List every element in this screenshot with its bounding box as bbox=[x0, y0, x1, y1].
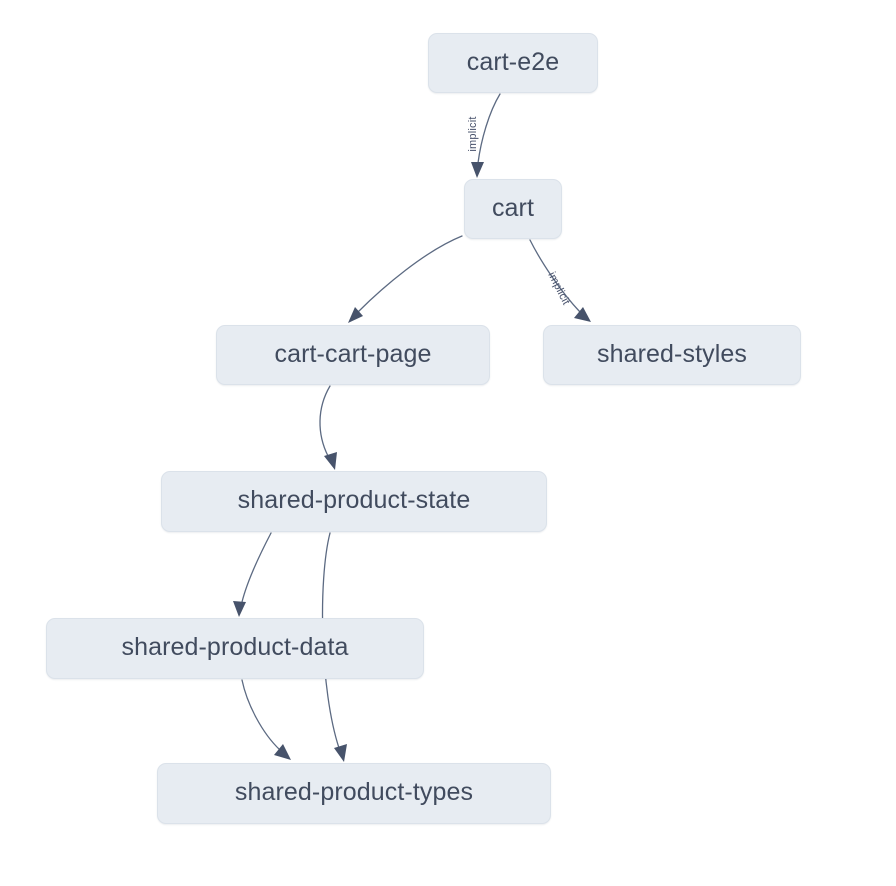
edge-path bbox=[319, 385, 331, 457]
edge-path bbox=[241, 532, 272, 603]
edge-cart-cart-page-to-shared-product-state bbox=[319, 385, 337, 470]
node-label: cart bbox=[491, 193, 535, 222]
edge-path bbox=[357, 235, 463, 313]
edge-shared-product-data-to-shared-product-types bbox=[241, 679, 291, 760]
edge-label-implicit-1: implicit bbox=[467, 116, 479, 151]
edge-path bbox=[477, 93, 501, 164]
node-label: cart-cart-page bbox=[274, 339, 432, 368]
edge-arrowhead bbox=[334, 744, 347, 762]
node-label: shared-product-types bbox=[234, 778, 474, 806]
edge-arrowhead bbox=[233, 601, 246, 617]
node-label: cart-e2e bbox=[466, 47, 560, 76]
edge-label-implicit-2: implicit bbox=[545, 270, 572, 307]
node-shared-product-data[interactable]: shared-product-data bbox=[46, 618, 424, 679]
edge-path bbox=[529, 239, 581, 313]
node-cart-cart-page[interactable]: cart-cart-page bbox=[216, 325, 490, 385]
edge-arrowhead bbox=[574, 307, 591, 322]
edge-path bbox=[241, 679, 281, 751]
edge-cart-e2e-to-cart: implicit bbox=[467, 93, 501, 178]
edge-arrowhead bbox=[324, 452, 337, 470]
node-label: shared-product-data bbox=[121, 633, 349, 661]
node-cart-e2e[interactable]: cart-e2e bbox=[428, 33, 598, 93]
node-cart[interactable]: cart bbox=[464, 179, 562, 239]
node-label: shared-styles bbox=[597, 339, 747, 368]
node-shared-product-state[interactable]: shared-product-state bbox=[161, 471, 547, 532]
edge-cart-to-cart-cart-page bbox=[348, 235, 463, 323]
node-label: shared-product-state bbox=[237, 486, 471, 514]
edge-arrowhead bbox=[471, 162, 484, 178]
edge-arrowhead bbox=[348, 307, 363, 323]
edge-cart-to-shared-styles: implicit bbox=[529, 239, 591, 322]
node-shared-styles[interactable]: shared-styles bbox=[543, 325, 801, 385]
node-shared-product-types[interactable]: shared-product-types bbox=[157, 763, 551, 824]
edge-shared-product-state-to-shared-product-data bbox=[233, 532, 272, 617]
edge-arrowhead bbox=[274, 744, 291, 760]
